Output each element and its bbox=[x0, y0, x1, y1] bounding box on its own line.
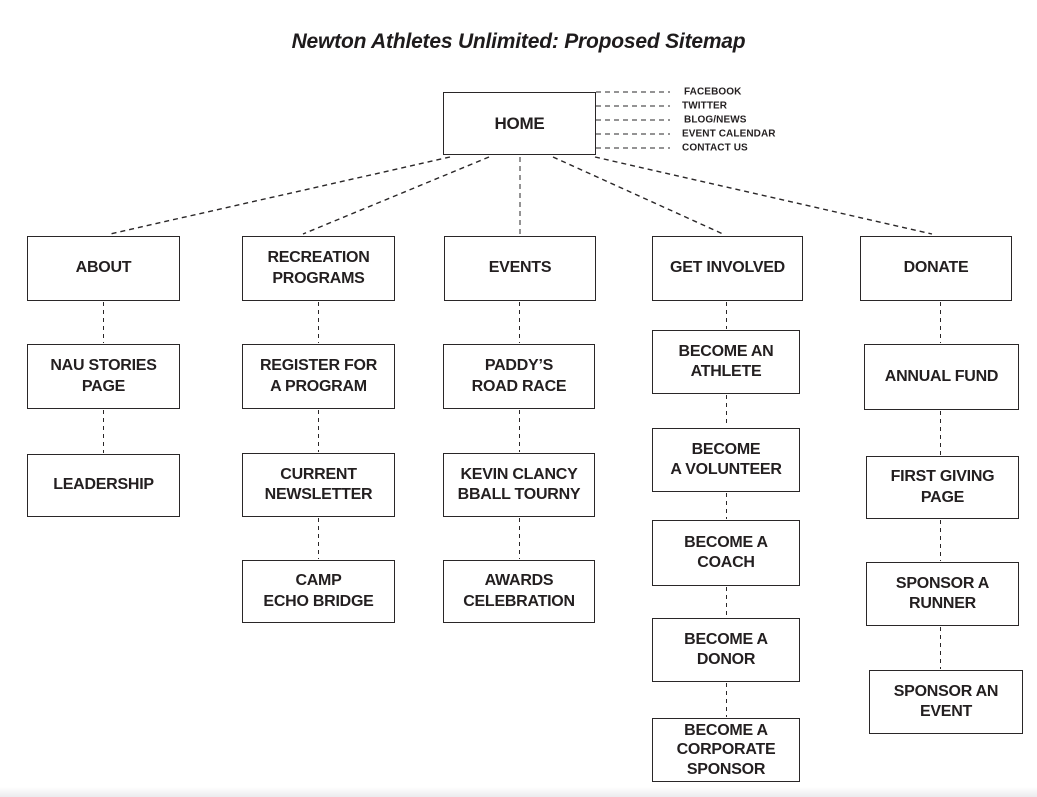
node-label: AWARDS CELEBRATION bbox=[463, 572, 575, 610]
node-events: EVENTS bbox=[444, 236, 596, 301]
node-label: CURRENT NEWSLETTER bbox=[264, 465, 373, 503]
node-recreation-programs: RECREATION PROGRAMS bbox=[242, 236, 395, 301]
node-current-newsletter: CURRENT NEWSLETTER bbox=[242, 453, 395, 517]
node-become-an-athlete: BECOME AN ATHLETE bbox=[652, 330, 800, 394]
node-become-a-corporate-sponsor: BECOME A CORPORATE SPONSOR bbox=[652, 718, 800, 782]
home-to-about-line bbox=[109, 156, 451, 235]
node-label: SPONSOR AN EVENT bbox=[893, 682, 999, 720]
node-label: BECOME A DONOR bbox=[684, 630, 768, 668]
home-to-donate-line bbox=[594, 156, 933, 235]
node-label: PADDY’S ROAD RACE bbox=[471, 357, 567, 395]
node-become-a-volunteer: BECOME A VOLUNTEER bbox=[652, 428, 800, 492]
node-sponsor-a-runner: SPONSOR A RUNNER bbox=[866, 562, 1019, 626]
quick-link-event-calendar: EVENT CALENDAR bbox=[682, 128, 776, 140]
node-nau-stories-page: NAU STORIES PAGE bbox=[27, 344, 180, 409]
node-donate: DONATE bbox=[860, 236, 1012, 301]
node-become-a-coach: BECOME A COACH bbox=[652, 520, 800, 586]
node-label: REGISTER FOR A PROGRAM bbox=[259, 357, 377, 395]
node-home: HOME bbox=[443, 92, 596, 155]
node-camp-echo-bridge: CAMP ECHO BRIDGE bbox=[242, 560, 395, 623]
node-annual-fund: ANNUAL FUND bbox=[864, 344, 1019, 410]
node-label: SPONSOR A RUNNER bbox=[895, 574, 990, 612]
node-about: ABOUT bbox=[27, 236, 180, 301]
node-label: ABOUT bbox=[75, 259, 132, 277]
node-label: CAMP ECHO BRIDGE bbox=[263, 572, 374, 610]
node-label: NAU STORIES PAGE bbox=[50, 357, 157, 395]
node-register-for-a-program: REGISTER FOR A PROGRAM bbox=[242, 344, 395, 409]
quick-link-facebook: FACEBOOK bbox=[684, 86, 742, 98]
quick-link-blog-news: BLOG/NEWS bbox=[684, 114, 747, 126]
node-become-a-donor: BECOME A DONOR bbox=[652, 618, 800, 682]
node-kevin-clancy-bball-tourny: KEVIN CLANCY BBALL TOURNY bbox=[443, 453, 595, 517]
node-leadership: LEADERSHIP bbox=[27, 454, 180, 517]
node-label: BECOME A COACH bbox=[684, 533, 768, 571]
node-label: BECOME AN ATHLETE bbox=[678, 342, 774, 380]
node-label: DONATE bbox=[903, 259, 969, 277]
node-label: LEADERSHIP bbox=[53, 476, 154, 494]
node-label: GET INVOLVED bbox=[670, 259, 785, 277]
node-label: KEVIN CLANCY BBALL TOURNY bbox=[457, 465, 581, 503]
node-awards-celebration: AWARDS CELEBRATION bbox=[443, 560, 595, 623]
node-label: RECREATION PROGRAMS bbox=[267, 249, 370, 287]
node-label: BECOME A CORPORATE SPONSOR bbox=[676, 721, 776, 778]
home-to-get-involved-line bbox=[552, 156, 724, 235]
page-title: Newton Athletes Unlimited: Proposed Site… bbox=[291, 30, 746, 53]
node-first-giving-page: FIRST GIVING PAGE bbox=[866, 456, 1019, 519]
node-label: HOME bbox=[494, 113, 545, 133]
node-get-involved: GET INVOLVED bbox=[652, 236, 803, 301]
page-edge-shading bbox=[0, 787, 1037, 797]
node-label: FIRST GIVING PAGE bbox=[890, 468, 995, 506]
node-label: ANNUAL FUND bbox=[884, 367, 999, 385]
home-to-recreation-line bbox=[302, 156, 490, 235]
node-sponsor-an-event: SPONSOR AN EVENT bbox=[869, 670, 1023, 734]
node-label: BECOME A VOLUNTEER bbox=[670, 440, 782, 478]
quick-link-contact-us: CONTACT US bbox=[682, 142, 748, 154]
node-paddys-road-race: PADDY’S ROAD RACE bbox=[443, 344, 595, 409]
quick-link-twitter: TWITTER bbox=[682, 100, 728, 112]
node-label: EVENTS bbox=[488, 259, 552, 277]
